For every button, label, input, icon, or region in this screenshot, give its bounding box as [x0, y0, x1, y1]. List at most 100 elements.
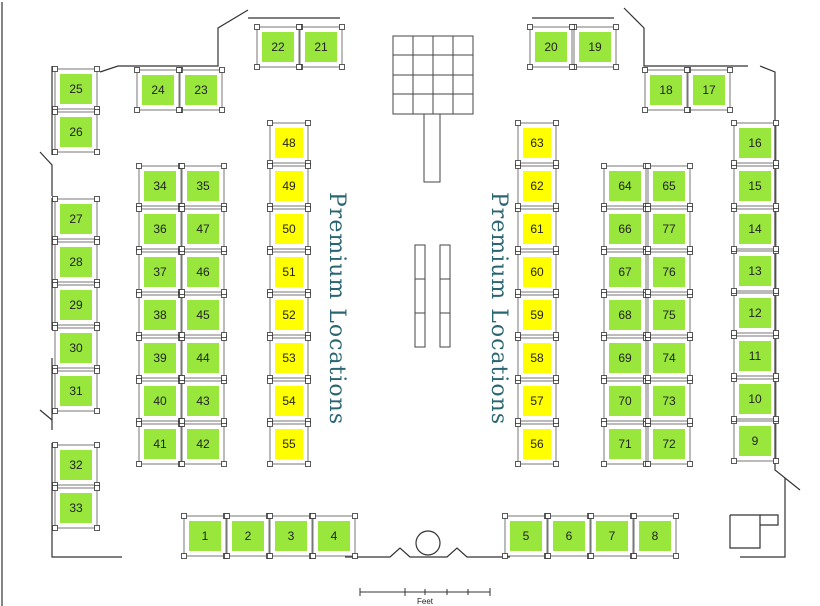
- booth-frame: [54, 487, 98, 529]
- booth-12[interactable]: 12: [731, 290, 779, 336]
- booth-61[interactable]: 61: [515, 206, 559, 252]
- booth-frame: [603, 337, 647, 379]
- booth-20[interactable]: 20: [527, 24, 575, 70]
- booth-number: 48: [282, 136, 296, 150]
- booth-33[interactable]: 33: [52, 485, 100, 531]
- booth-44[interactable]: 44: [179, 335, 227, 381]
- booth-16[interactable]: 16: [731, 120, 779, 166]
- booth-number: 52: [282, 308, 296, 322]
- booth-number: 58: [530, 351, 544, 365]
- booth-47[interactable]: 47: [179, 206, 227, 252]
- booth-18[interactable]: 18: [642, 67, 690, 113]
- booth-27[interactable]: 27: [52, 196, 100, 242]
- booth-17[interactable]: 17: [685, 67, 733, 113]
- booth-60[interactable]: 60: [515, 249, 559, 295]
- booth-57[interactable]: 57: [515, 378, 559, 424]
- booth-42[interactable]: 42: [179, 421, 227, 467]
- booth-67[interactable]: 67: [601, 249, 649, 295]
- booth-post: [613, 24, 619, 30]
- booth-8[interactable]: 8: [631, 513, 679, 559]
- booth-24[interactable]: 24: [134, 67, 182, 113]
- booth-30[interactable]: 30: [52, 325, 100, 371]
- booth-11[interactable]: 11: [731, 333, 779, 379]
- booth-22[interactable]: 22: [254, 24, 302, 70]
- booth-32[interactable]: 32: [52, 442, 100, 488]
- booth-65[interactable]: 65: [645, 163, 693, 209]
- booth-50[interactable]: 50: [267, 206, 311, 252]
- booth-38[interactable]: 38: [136, 292, 184, 338]
- booth-49[interactable]: 49: [267, 163, 311, 209]
- booth-64[interactable]: 64: [601, 163, 649, 209]
- booth-14[interactable]: 14: [731, 206, 779, 252]
- booth-53[interactable]: 53: [267, 335, 311, 381]
- booth-58[interactable]: 58: [515, 335, 559, 381]
- booth-69[interactable]: 69: [601, 335, 649, 381]
- booth-25[interactable]: 25: [52, 66, 100, 112]
- booth-74[interactable]: 74: [645, 335, 693, 381]
- booth-72[interactable]: 72: [645, 421, 693, 467]
- booth-77[interactable]: 77: [645, 206, 693, 252]
- booth-number: 34: [153, 179, 167, 193]
- booth-59[interactable]: 59: [515, 292, 559, 338]
- booth-39[interactable]: 39: [136, 335, 184, 381]
- booth-56[interactable]: 56: [515, 421, 559, 467]
- booth-31[interactable]: 31: [52, 368, 100, 414]
- booth-66[interactable]: 66: [601, 206, 649, 252]
- booth-51[interactable]: 51: [267, 249, 311, 295]
- booth-frame: [269, 251, 309, 293]
- booth-43[interactable]: 43: [179, 378, 227, 424]
- booth-frame: [517, 251, 557, 293]
- scale-label: Feet: [417, 597, 434, 606]
- booth-1[interactable]: 1: [181, 513, 229, 559]
- booth-3[interactable]: 3: [267, 513, 315, 559]
- booth-73[interactable]: 73: [645, 378, 693, 424]
- booth-29[interactable]: 29: [52, 282, 100, 328]
- booth-post: [687, 206, 693, 212]
- booth-63[interactable]: 63: [515, 120, 559, 166]
- booth-76[interactable]: 76: [645, 249, 693, 295]
- booth-45[interactable]: 45: [179, 292, 227, 338]
- booth-fill: [232, 521, 264, 551]
- booth-40[interactable]: 40: [136, 378, 184, 424]
- booth-70[interactable]: 70: [601, 378, 649, 424]
- booth-35[interactable]: 35: [179, 163, 227, 209]
- booth-frame: [687, 69, 731, 111]
- booth-34[interactable]: 34: [136, 163, 184, 209]
- booth-62[interactable]: 62: [515, 163, 559, 209]
- booth-23[interactable]: 23: [177, 67, 225, 113]
- booth-fill: [275, 521, 307, 551]
- booth-7[interactable]: 7: [588, 513, 636, 559]
- booth-37[interactable]: 37: [136, 249, 184, 295]
- booth-post: [94, 149, 100, 155]
- booth-5[interactable]: 5: [502, 513, 550, 559]
- booth-post: [515, 418, 521, 424]
- booth-71[interactable]: 71: [601, 421, 649, 467]
- booth-54[interactable]: 54: [267, 378, 311, 424]
- booth-55[interactable]: 55: [267, 421, 311, 467]
- booth-68[interactable]: 68: [601, 292, 649, 338]
- booth-4[interactable]: 4: [310, 513, 358, 559]
- booth-6[interactable]: 6: [545, 513, 593, 559]
- booth-26[interactable]: 26: [52, 109, 100, 155]
- booth-36[interactable]: 36: [136, 206, 184, 252]
- booth-post: [645, 461, 651, 467]
- booth-41[interactable]: 41: [136, 421, 184, 467]
- booth-19[interactable]: 19: [571, 24, 619, 70]
- booth-frame: [647, 337, 691, 379]
- booth-post: [267, 249, 273, 255]
- booth-2[interactable]: 2: [224, 513, 272, 559]
- booth-13[interactable]: 13: [731, 248, 779, 294]
- booth-frame: [504, 515, 548, 557]
- booth-frame: [603, 251, 647, 293]
- booth-10[interactable]: 10: [731, 376, 779, 422]
- booth-15[interactable]: 15: [731, 163, 779, 209]
- booth-28[interactable]: 28: [52, 239, 100, 285]
- booth-post: [687, 461, 693, 467]
- booth-9[interactable]: 9: [731, 418, 779, 464]
- booth-52[interactable]: 52: [267, 292, 311, 338]
- booth-fill: [653, 300, 685, 330]
- booth-21[interactable]: 21: [297, 24, 345, 70]
- booth-46[interactable]: 46: [179, 249, 227, 295]
- booth-75[interactable]: 75: [645, 292, 693, 338]
- booth-48[interactable]: 48: [267, 120, 311, 166]
